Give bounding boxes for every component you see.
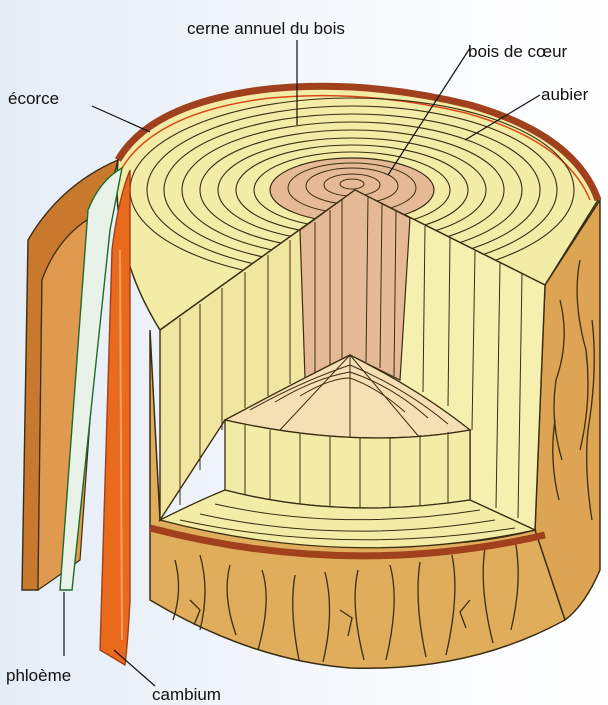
label-cambium: cambium bbox=[152, 685, 221, 704]
label-annual-ring: cerne annuel du bois bbox=[187, 19, 345, 38]
label-heartwood: bois de cœur bbox=[468, 42, 568, 61]
label-bark: écorce bbox=[8, 89, 59, 108]
label-sapwood: aubier bbox=[541, 85, 589, 104]
label-phloem: phloème bbox=[6, 666, 71, 685]
heartwood-vertical bbox=[300, 190, 410, 380]
